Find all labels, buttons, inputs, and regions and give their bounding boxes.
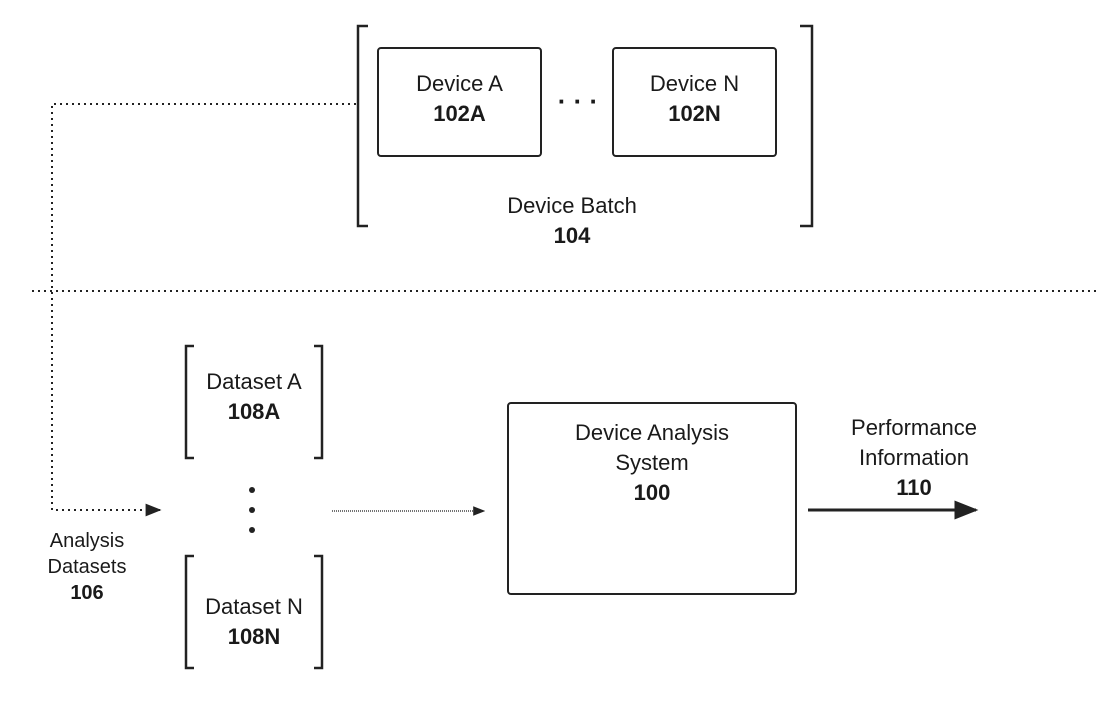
performance-information-label: Performance Information 110 (824, 413, 1004, 503)
performance-information-line-2: Information (824, 443, 1004, 473)
analysis-datasets-label: Analysis Datasets 106 (22, 528, 152, 606)
device-a-ref: 102A (379, 99, 540, 129)
device-a-name: Device A (379, 69, 540, 99)
device-a-label: Device A 102A (379, 69, 540, 129)
performance-information-line-1: Performance (824, 413, 1004, 443)
device-analysis-system-box: Device Analysis System 100 (507, 402, 797, 595)
device-ellipsis: · · · (548, 86, 608, 116)
device-n-label: Device N 102N (614, 69, 775, 129)
dataset-n-ref: 108N (186, 622, 322, 652)
dataset-ellipsis-dot (249, 487, 255, 493)
device-analysis-system-line-2: System (509, 448, 795, 478)
dataset-n-name: Dataset N (186, 592, 322, 622)
analysis-datasets-ref: 106 (22, 580, 152, 606)
device-batch-ref: 104 (472, 221, 672, 251)
analysis-datasets-line-2: Datasets (22, 554, 152, 580)
dataset-ellipsis-dot (249, 507, 255, 513)
device-to-datasets-dotted-connector (52, 104, 356, 510)
device-n-ref: 102N (614, 99, 775, 129)
device-batch-name: Device Batch (472, 191, 672, 221)
dataset-ellipsis-dot (249, 527, 255, 533)
device-analysis-system-ref: 100 (509, 478, 795, 508)
dataset-a-ref: 108A (186, 397, 322, 427)
performance-information-ref: 110 (824, 473, 1004, 503)
analysis-datasets-line-1: Analysis (22, 528, 152, 554)
device-analysis-system-label: Device Analysis System 100 (509, 418, 795, 508)
device-a-box: Device A 102A (377, 47, 542, 157)
device-n-name: Device N (614, 69, 775, 99)
device-batch-label: Device Batch 104 (472, 191, 672, 251)
device-n-box: Device N 102N (612, 47, 777, 157)
dataset-n-label: Dataset N 108N (186, 592, 322, 652)
device-batch-right-bracket (800, 26, 812, 226)
dataset-a-name: Dataset A (186, 367, 322, 397)
dataset-a-label: Dataset A 108A (186, 367, 322, 427)
device-analysis-system-line-1: Device Analysis (509, 418, 795, 448)
device-batch-left-bracket (358, 26, 368, 226)
